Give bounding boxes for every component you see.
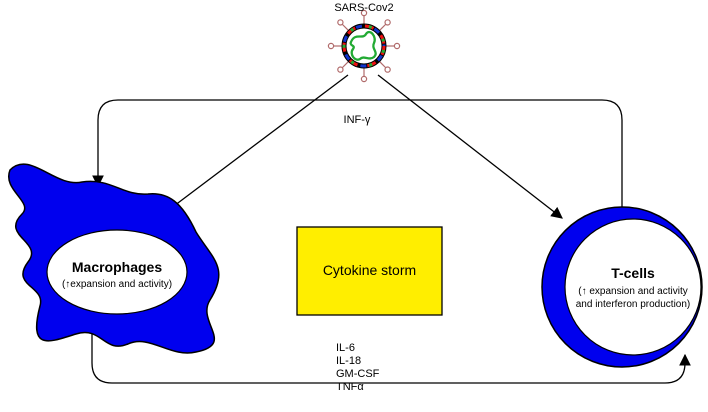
virus-label: SARS-Cov2 [334, 2, 393, 14]
cytokine-storm-label: Cytokine storm [323, 262, 416, 278]
cytokine-label-il6: IL-6 [336, 342, 355, 354]
cytokine-label-tnfa: TNFα [336, 381, 364, 393]
tcell-subtitle-line-1: (↑ expansion and activity [578, 286, 688, 297]
virus-icon [327, 9, 401, 83]
tcell-cell [541, 206, 703, 368]
cytokine-label-gmcsf: GM-CSF [336, 368, 380, 380]
cytokine-label-il18: IL-18 [336, 355, 361, 367]
tcell-title: T-cells [611, 265, 655, 281]
tcell-nucleus [564, 218, 702, 356]
interferon-label: INF-γ [344, 114, 371, 126]
tcell-subtitle-line-2: and interferon production) [576, 299, 691, 310]
virus-to-tcell-arrow [377, 74, 563, 219]
cytokine-storm-box [296, 226, 443, 316]
macrophage-title: Macrophages [72, 259, 162, 275]
virus-to-macrophage-arrow [157, 74, 349, 219]
macrophage-nucleus [46, 229, 188, 315]
macrophage-subtitle: (↑expansion and activity) [62, 279, 172, 290]
cytokine-feedback-arrow [91, 330, 691, 384]
interferon-feedback-arrow [92, 99, 623, 210]
